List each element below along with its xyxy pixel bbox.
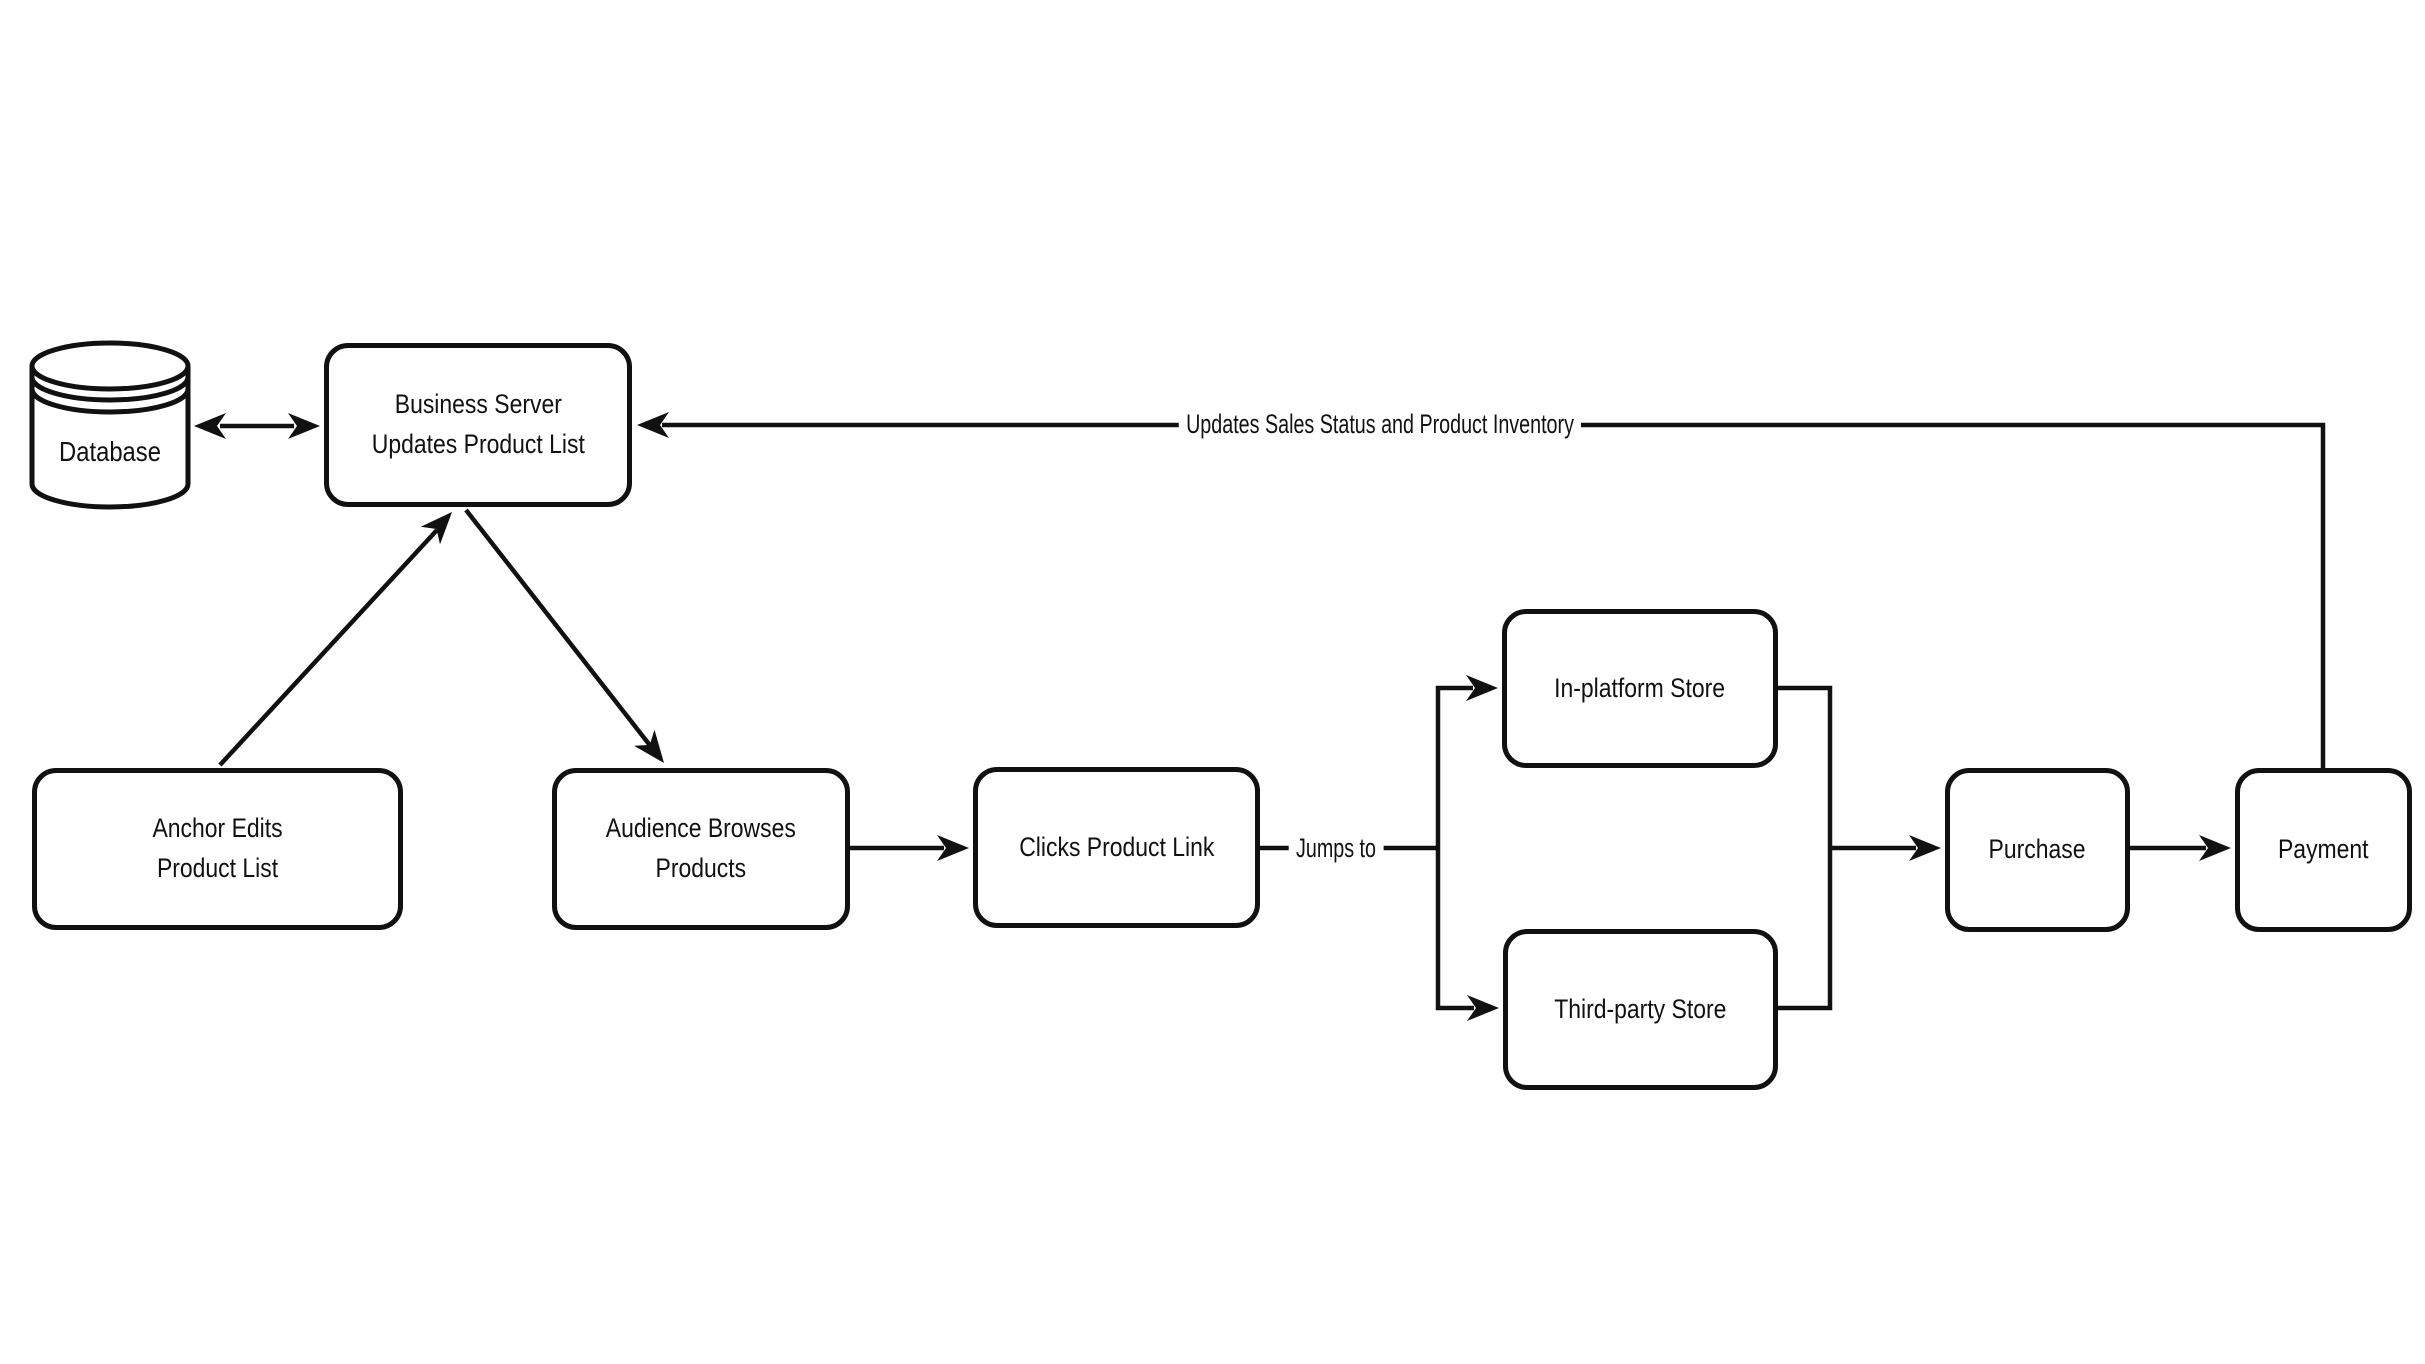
database-cylinder-icon <box>29 340 191 510</box>
arrowhead-to-in-platform <box>1466 675 1498 701</box>
arrowhead-feedback-to-business-server <box>637 412 669 438</box>
edge-label-jumps-to: Jumps to <box>1288 827 1384 869</box>
node-label-payment: Payment <box>2278 834 2369 865</box>
arrowhead-to-payment <box>2199 835 2231 861</box>
arrowhead-to-purchase <box>1909 835 1941 861</box>
node-purchase: Purchase <box>1945 768 2130 932</box>
edge-arrowheads <box>194 412 2231 1021</box>
node-label-audience-browses: Audience Browses Products <box>605 813 797 883</box>
node-label-business-server: Business Server Updates Product List <box>371 389 585 459</box>
edge-anchor-business-server <box>218 528 439 767</box>
edge-in-platform-merge <box>1778 685 1833 848</box>
edge-payment-feedback <box>662 422 2326 768</box>
node-third-party-store: Third-party Store <box>1503 929 1778 1090</box>
node-in-platform-store: In-platform Store <box>1502 609 1778 768</box>
node-audience-browses: Audience Browses Products <box>552 768 850 930</box>
arrowhead-anchor-to-business-server <box>420 512 452 545</box>
node-label-third-party-store: Third-party Store <box>1554 993 1727 1024</box>
edge-business-server-audience <box>464 508 654 750</box>
cylinder-top <box>29 340 191 392</box>
arrowhead-to-clicks <box>937 835 969 861</box>
cylinder-body <box>29 366 191 510</box>
node-business-server: Business Server Updates Product List <box>324 343 632 507</box>
arrowhead-to-business-server-left <box>288 413 320 439</box>
node-label-anchor-edits: Anchor Edits Product List <box>152 813 283 883</box>
node-payment: Payment <box>2235 768 2412 932</box>
node-label-clicks-product-link: Clicks Product Link <box>1018 831 1215 862</box>
edge-branch-third-party <box>1435 848 1474 1011</box>
arrowhead-to-database <box>194 413 226 439</box>
node-anchor-edits: Anchor Edits Product List <box>32 768 403 930</box>
node-label-purchase: Purchase <box>1989 834 2086 865</box>
arrowhead-to-third-party <box>1467 995 1499 1021</box>
arrowhead-to-audience <box>634 729 664 763</box>
node-label-database: Database <box>59 436 161 467</box>
edge-branch-in-platform <box>1435 685 1473 848</box>
cylinder-ring-1 <box>29 376 191 403</box>
node-label-in-platform-store: In-platform Store <box>1554 672 1726 703</box>
edge-third-party-merge <box>1778 848 1833 1011</box>
cylinder-ring-2 <box>29 388 191 415</box>
node-clicks-product-link: Clicks Product Link <box>973 767 1260 928</box>
edge-label-feedback: Updates Sales Status and Product Invento… <box>1178 403 1582 445</box>
